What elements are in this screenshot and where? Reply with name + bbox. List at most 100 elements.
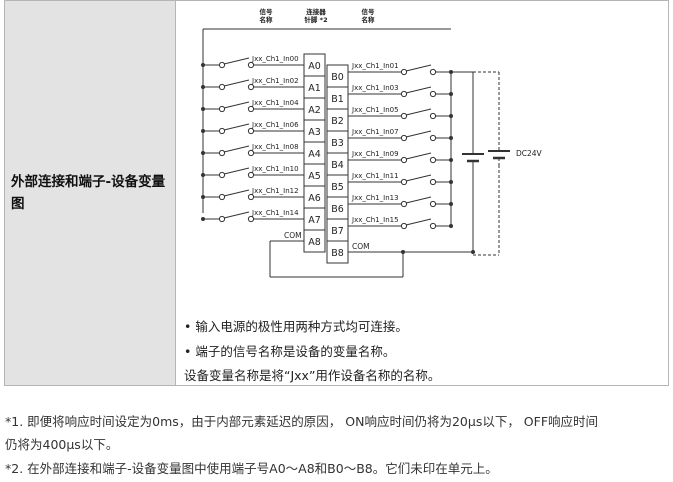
switch-blade xyxy=(405,86,432,94)
junction-dot xyxy=(201,195,205,199)
switch-blade xyxy=(223,167,250,175)
junction-dot xyxy=(201,63,205,67)
footnote-1: *1. 即便将响应时间设定为0ms，由于内部元素延迟的原因， ON响应时间仍将为… xyxy=(5,414,599,429)
switch-contact xyxy=(400,112,408,120)
signal-right-label: Jxx_Ch1_In05 xyxy=(351,106,399,114)
pin-a-label: A2 xyxy=(308,105,321,116)
switch-blade xyxy=(405,196,432,204)
row-label: 外部连接和端子-设备变量图 xyxy=(11,174,166,212)
header-signal-left: 名称 xyxy=(260,15,274,24)
switch-blade xyxy=(223,79,250,87)
pin-a-label: A7 xyxy=(308,215,321,226)
switch-blade xyxy=(223,211,250,219)
pin-b-label: B6 xyxy=(331,204,344,215)
pin-a-label: A6 xyxy=(308,193,321,204)
switch-contact xyxy=(247,61,255,69)
switch-contact xyxy=(400,90,408,98)
switch-blade xyxy=(405,218,432,226)
pin-b-label: B2 xyxy=(331,116,344,127)
signal-left-label: Jxx_Ch1_In14 xyxy=(251,209,299,217)
pin-b-label: B4 xyxy=(331,160,344,171)
switch-blade xyxy=(223,145,250,153)
header-signal-left: 信号 xyxy=(260,7,274,16)
junction-dot xyxy=(401,250,405,254)
switch-contact xyxy=(247,149,255,157)
switch-contact xyxy=(247,193,255,201)
switch-contact xyxy=(247,215,255,223)
junction-dot xyxy=(201,217,205,221)
switch-blade xyxy=(223,101,250,109)
switch-contact xyxy=(218,83,226,91)
switch-contact xyxy=(429,200,437,208)
pin-a-label: A1 xyxy=(308,83,321,94)
switch-contact xyxy=(218,149,226,157)
pin-b-label: B0 xyxy=(331,72,344,83)
switch-contact xyxy=(400,68,408,76)
header-connector: 连接器 xyxy=(306,7,326,16)
switch-blade xyxy=(405,152,432,160)
switch-contact xyxy=(400,134,408,142)
header-connector: 针脚 *2 xyxy=(303,15,327,24)
supply-label: DC24V xyxy=(516,149,543,158)
switch-contact xyxy=(429,222,437,230)
pin-b-label: B5 xyxy=(331,182,344,193)
switch-blade xyxy=(223,189,250,197)
footnote-1-cont: 仍将为400μs以下。 xyxy=(5,437,119,452)
switch-contact xyxy=(247,105,255,113)
junction-dot xyxy=(201,129,205,133)
pin-a-label: A3 xyxy=(308,127,321,138)
switch-blade xyxy=(223,123,250,131)
switch-contact xyxy=(400,156,408,164)
switch-contact xyxy=(429,156,437,164)
switch-contact xyxy=(429,90,437,98)
switch-blade xyxy=(405,130,432,138)
switch-contact xyxy=(218,61,226,69)
signal-left-label: Jxx_Ch1_In06 xyxy=(251,121,299,129)
switch-contact xyxy=(218,105,226,113)
junction-dot xyxy=(201,173,205,177)
signal-right-label: Jxx_Ch1_In13 xyxy=(351,194,399,202)
switch-blade xyxy=(223,57,250,65)
junction-dot xyxy=(201,107,205,111)
switch-contact xyxy=(429,134,437,142)
signal-left-label: Jxx_Ch1_In04 xyxy=(251,99,299,107)
switch-contact xyxy=(247,127,255,135)
header-signal-right: 名称 xyxy=(362,15,376,24)
junction-dot xyxy=(201,151,205,155)
switch-contact xyxy=(429,178,437,186)
pin-b-label: B3 xyxy=(331,138,344,149)
signal-left-label: Jxx_Ch1_In08 xyxy=(251,143,299,151)
pin-a-label: A5 xyxy=(308,171,321,182)
pin-b-label: B1 xyxy=(331,94,344,105)
header-signal-right: 信号 xyxy=(362,7,376,16)
signal-right-label: Jxx_Ch1_In11 xyxy=(351,172,399,180)
note-device-name: 设备变量名称是将“Jxx”用作设备名称的名称。 xyxy=(184,368,441,383)
signal-left-label: Jxx_Ch1_In02 xyxy=(251,77,299,85)
switch-contact xyxy=(400,222,408,230)
switch-contact xyxy=(429,68,437,76)
switch-contact xyxy=(218,171,226,179)
pin-b-label: B8 xyxy=(331,248,344,259)
switch-contact xyxy=(247,83,255,91)
pin-a-label: A8 xyxy=(308,237,321,248)
switch-contact xyxy=(400,200,408,208)
signal-left-label: Jxx_Ch1_In10 xyxy=(251,165,299,173)
junction-dot xyxy=(471,250,475,254)
switch-blade xyxy=(405,108,432,116)
signal-right-label: Jxx_Ch1_In03 xyxy=(351,84,399,92)
junction-dot xyxy=(201,85,205,89)
signal-right-label: Jxx_Ch1_In01 xyxy=(351,62,399,70)
signal-right-label: Jxx_Ch1_In09 xyxy=(351,150,399,158)
signal-right-label: Jxx_Ch1_In07 xyxy=(351,128,399,136)
switch-contact xyxy=(247,171,255,179)
switch-blade xyxy=(405,174,432,182)
switch-contact xyxy=(218,215,226,223)
switch-blade xyxy=(405,64,432,72)
switch-contact xyxy=(218,193,226,201)
note-signal-name: • 端子的信号名称是设备的变量名称。 xyxy=(184,344,396,359)
note-polarity: • 输入电源的极性用两种方式均可连接。 xyxy=(184,319,408,334)
switch-contact xyxy=(400,178,408,186)
